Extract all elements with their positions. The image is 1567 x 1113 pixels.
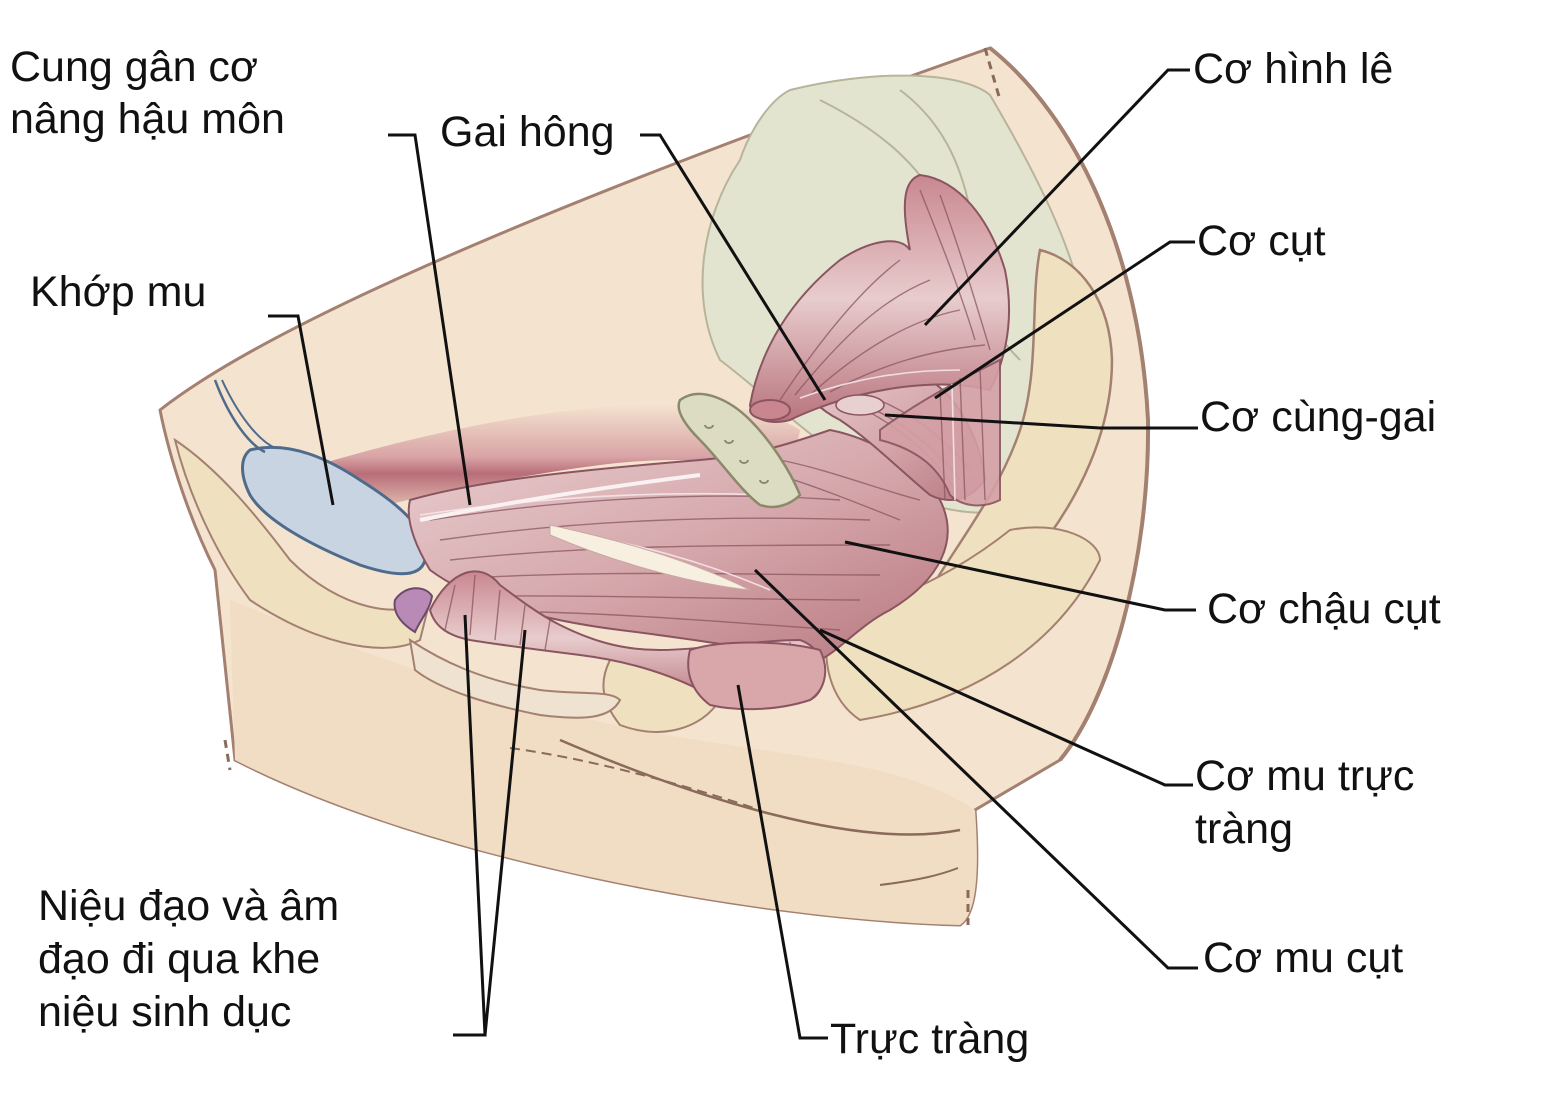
label-sacrospinous: Cơ cùng-gai [1200, 393, 1437, 441]
label-tendinous-arch-line-1: Cung gân cơ [10, 43, 259, 91]
label-hiatus-line-1: Niệu đạo và âm [38, 882, 340, 930]
leader-ischial-spine [640, 133, 827, 401]
pubic-ligament-2 [221, 379, 276, 449]
piriformis-cut-end [749, 399, 791, 421]
leader-piriformis [923, 68, 1190, 327]
fold-line [879, 867, 959, 886]
piriformis-muscle [748, 173, 1010, 423]
leader-pubic-symphysis [268, 314, 335, 506]
thigh-line [509, 747, 761, 811]
rectum [687, 641, 827, 711]
levator-ani-fibers [419, 459, 921, 631]
ischial-spine-bone [677, 392, 802, 509]
cavity-contour-2 [899, 89, 971, 211]
label-tendinous-arch-line-2: nâng hậu môn [10, 95, 285, 143]
urethral-opening [393, 587, 434, 634]
label-hiatus-line-2: đạo đi qua khe [38, 935, 321, 983]
pelvic-bone-lower [173, 437, 432, 649]
gluteal-fold [559, 738, 961, 836]
label-puborectalis-line-1: Cơ mu trực [1195, 752, 1415, 800]
leader-sacrospinous [884, 413, 1198, 430]
arch-streak [419, 473, 701, 522]
perineum-region [230, 600, 977, 925]
label-pubic-symphysis: Khớp mu [30, 268, 207, 316]
leader-iliococcygeus [844, 540, 1196, 612]
label-piriformis: Cơ hình lê [1193, 45, 1394, 93]
pubic-symphysis [241, 445, 428, 576]
sacrospinous-fibers [939, 367, 986, 501]
label-puborectalis-line-2: tràng [1195, 805, 1294, 853]
label-ischial-spine: Gai hông [440, 108, 615, 156]
label-rectum: Trực tràng [830, 1015, 1030, 1063]
leader-rectum [736, 684, 828, 1040]
genital-hiatus-tissue [408, 637, 622, 719]
leader-coccygeus [934, 240, 1195, 400]
label-iliococcygeus: Cơ chậu cụt [1207, 585, 1441, 633]
edge-dash-left [223, 739, 232, 771]
tendon-streak [549, 524, 751, 591]
leader-puborectalis [819, 628, 1193, 787]
label-hiatus-line-3: niệu sinh dục [38, 988, 292, 1036]
edge-dash-right [983, 47, 1002, 101]
pelvic-bone-right [825, 526, 1102, 722]
label-coccygeus: Cơ cụt [1197, 217, 1326, 265]
label-pubococcygeus: Cơ mu cụt [1203, 934, 1404, 982]
bone-dots [704, 424, 769, 484]
leader-lines [268, 68, 1198, 1040]
sacrospinous-origin [835, 394, 885, 416]
leader-tendinous-arch [388, 133, 472, 506]
buttock-outline [988, 46, 1151, 762]
tendinous-arch-band [300, 404, 800, 520]
sacrospinous-strap [879, 358, 1001, 507]
pubic-ligament [213, 379, 266, 454]
leader-hiatus-2 [483, 629, 527, 1036]
leader-pubococcygeus [753, 568, 1198, 970]
